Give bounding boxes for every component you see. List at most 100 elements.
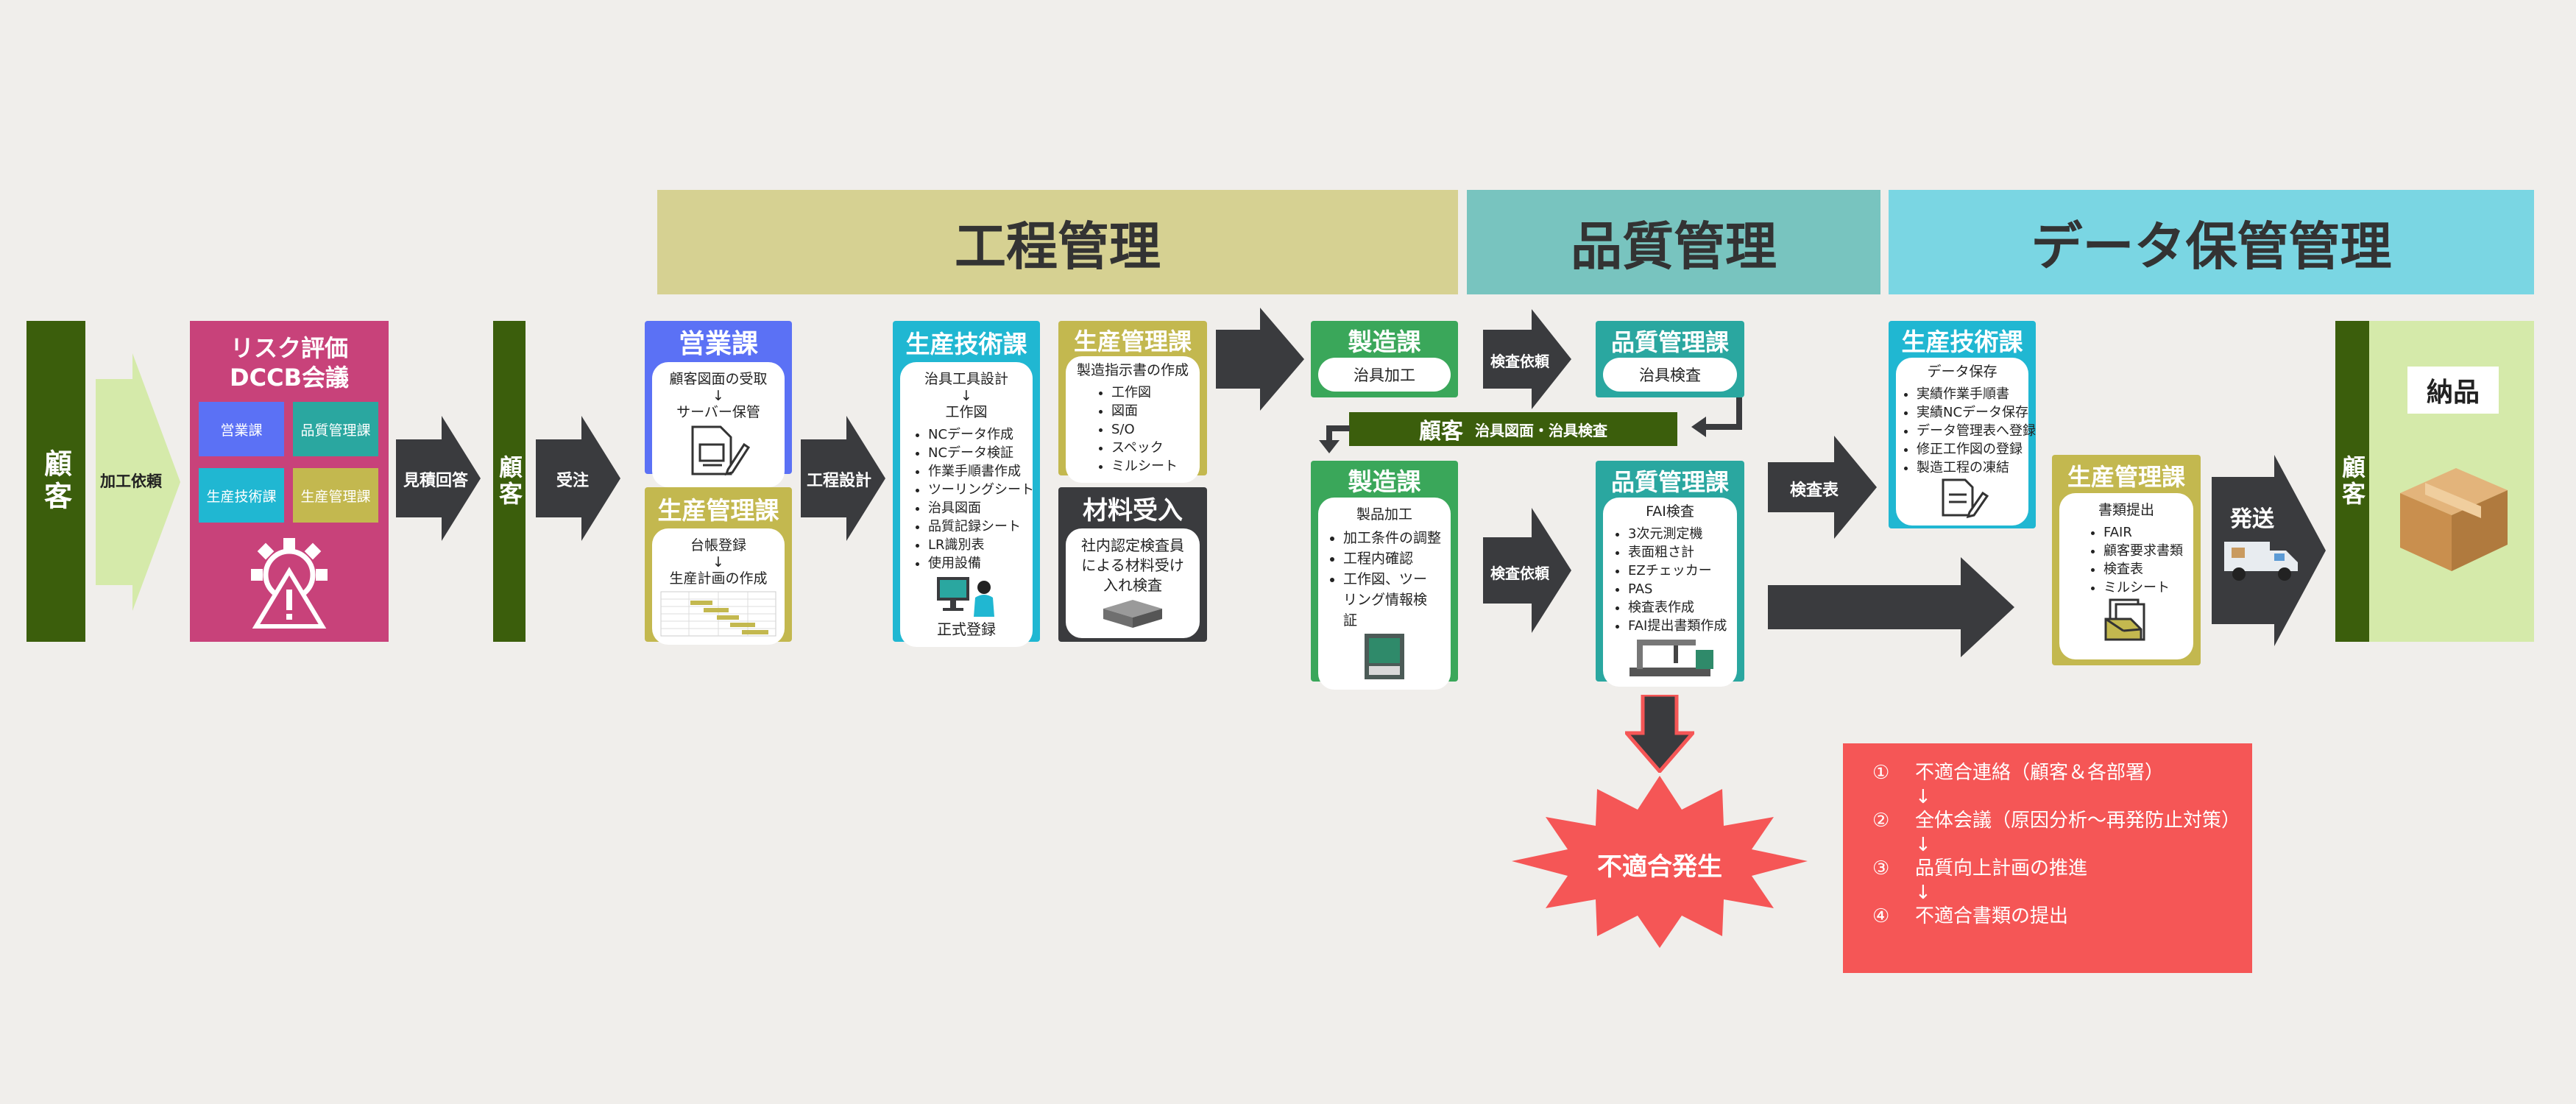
list-item: 実績作業手順書	[1917, 385, 2020, 403]
step-down-arrow: ↓	[1915, 786, 1931, 808]
card-prod-mgmt-2-body: 製造指示書の作成 工作図 図面 S/O スペック ミルシート	[1066, 356, 1200, 483]
card-prod-tech-2-title: 生産技術課	[1901, 328, 2023, 356]
mfg-1-body: 治具加工	[1318, 358, 1451, 392]
prod-tech-1-line-2: 工作図	[945, 404, 988, 420]
prod-mgmt-2-line-1: 製造指示書の作成	[1076, 362, 1189, 378]
risk-dept-sales: 営業課	[199, 402, 284, 456]
list-item: 表面粗さ計	[1628, 543, 1728, 562]
arrow-request-label: 加工依頼	[100, 473, 162, 490]
step-down-arrow: ↓	[1915, 834, 1931, 856]
card-mfg-2-body: 製品加工 加工条件の調整 工程内確認 工作図、ツーリング情報検証	[1318, 498, 1451, 690]
prod-tech-2-list: 実績作業手順書 実績NCデータ保存 データ管理表へ登録 修正工作図の登録 製造工…	[1905, 385, 2036, 477]
list-item: EZチェッカー	[1628, 562, 1728, 580]
card-mfg-2-title: 製造課	[1348, 467, 1421, 496]
card-mfg-1-title: 製造課	[1348, 328, 1421, 356]
arrow-inspection-sheet	[1768, 436, 1877, 539]
step-down-arrow: ↓	[1915, 882, 1931, 904]
nonconformity-burst	[1512, 776, 1808, 948]
computer-worker-icon	[937, 577, 994, 617]
arrow-inspection-sheet-label: 検査表	[1790, 481, 1839, 500]
customer-bar-right: 顧客	[2335, 321, 2369, 642]
card-prod-mgmt-3: 生産管理課 書類提出 FAIR 顧客要求書類 検査表 ミルシート	[2052, 455, 2201, 665]
arrow-inspection-request-1-label: 検査依頼	[1490, 353, 1549, 370]
list-item: FAI提出書類作成	[1628, 617, 1728, 635]
card-prod-mgmt-2: 生産管理課 製造指示書の作成 工作図 図面 S/O スペック ミルシート	[1058, 321, 1207, 483]
delivery-panel: 納品	[2369, 321, 2534, 642]
documents-icon	[2104, 598, 2145, 641]
card-material: 材料受入 社内認定検査員 による材料受け 入れ検査	[1058, 487, 1207, 642]
prod-mgmt-2-list: 工作図 図面 S/O スペック ミルシート	[1075, 383, 1191, 475]
qc-1-body: 治具検査	[1603, 358, 1737, 392]
risk-title-2: DCCB会議	[230, 364, 349, 392]
customer-label: 顧客	[39, 449, 72, 514]
machine-tool-icon	[1365, 634, 1404, 679]
list-item: 工作図、ツーリング情報検証	[1343, 569, 1439, 631]
list-item: NCデータ作成	[928, 425, 1024, 444]
card-sales: 営業課 顧客図面の受取 ↓ サーバー保管	[645, 321, 792, 487]
list-item: ミルシート	[1111, 457, 1191, 475]
risk-dept-prodmgmt: 生産管理課	[293, 468, 378, 523]
arrow-quote	[396, 416, 481, 541]
prod-tech-1-arrow: ↓	[960, 388, 972, 404]
qc-2-line-1: FAI検査	[1646, 503, 1694, 520]
mfg-2-list: 加工条件の調整 工程内確認 工作図、ツーリング情報検証	[1327, 528, 1442, 631]
card-prod-mgmt-1-body: 台帳登録 ↓ 生産計画の作成	[652, 528, 785, 645]
arrow-ship-label: 発送	[2230, 506, 2274, 532]
list-item: NCデータ検証	[928, 444, 1024, 462]
cardboard-box-icon	[2400, 468, 2508, 571]
sales-arrow: ↓	[712, 388, 724, 404]
card-qc-2-body: FAI検査 3次元測定機 表面粗さ計 EZチェッカー PAS 検査表作成 FAI…	[1603, 498, 1737, 687]
list-item: 工作図	[1111, 383, 1191, 402]
customer-label: 顧客	[495, 455, 523, 508]
list-item: 検査表	[2103, 560, 2184, 578]
card-prod-mgmt-3-title: 生産管理課	[2067, 463, 2185, 491]
list-item: 加工条件の調整	[1343, 528, 1442, 548]
list-item: 実績NCデータ保存	[1917, 403, 2028, 422]
arrow-order-label: 受注	[556, 472, 590, 490]
arrow-to-manufacturing	[1216, 308, 1304, 411]
risk-title-1: リスク評価	[230, 334, 348, 362]
connector-qc-to-customer	[1691, 397, 1742, 437]
prod-mgmt-1-line-1: 台帳登録	[690, 537, 746, 553]
customer-bar-2: 顧客	[493, 321, 526, 642]
card-material-title: 材料受入	[1083, 496, 1183, 526]
card-prod-mgmt-3-body: 書類提出 FAIR 顧客要求書類 検査表 ミルシート	[2059, 493, 2193, 659]
customer-bar-sub: 治具図面・治具検査	[1475, 421, 1607, 439]
arrow-inspection-request-1	[1483, 309, 1571, 409]
arrow-process-design-label: 工程設計	[807, 472, 872, 490]
measuring-machine-icon	[1630, 640, 1713, 676]
customer-bar-label: 顧客	[1419, 419, 1463, 445]
customer-horizontal-bar: 顧客 治具図面・治具検査	[1349, 412, 1677, 446]
card-qc-1-title: 品質管理課	[1610, 328, 1729, 356]
list-item: スペック	[1111, 439, 1191, 457]
list-item: 工程内確認	[1343, 548, 1442, 569]
material-line-3: 入れ検査	[1103, 576, 1162, 594]
gear-warning-icon	[251, 538, 328, 629]
card-sales-body: 顧客図面の受取 ↓ サーバー保管	[652, 362, 785, 487]
card-mfg-2: 製造課 製品加工 加工条件の調整 工程内確認 工作図、ツーリング情報検証	[1311, 461, 1458, 690]
sales-line-1: 顧客図面の受取	[669, 371, 768, 387]
list-item: 図面	[1111, 402, 1191, 420]
arrow-inspection-request-2	[1483, 508, 1571, 633]
prod-tech-1-list: NCデータ作成 NCデータ検証 作業手順書作成 ツーリングシート 治具図面 品質…	[909, 425, 1034, 573]
risk-dept-qc: 品質管理課	[293, 402, 378, 456]
list-item: 治具図面	[928, 499, 1024, 517]
document-edit-icon	[1942, 478, 1989, 518]
list-item: 製造工程の凍結	[1917, 459, 2020, 477]
qc-2-list: 3次元測定機 表面粗さ計 EZチェッカー PAS 検査表作成 FAI提出書類作成	[1612, 525, 1728, 635]
prod-mgmt-1-line-2: 生産計画の作成	[669, 570, 768, 587]
banner-process-management: 工程管理	[657, 190, 1458, 294]
card-qc-2-title: 品質管理課	[1610, 468, 1729, 496]
card-material-body: 社内認定検査員 による材料受け 入れ検査	[1066, 528, 1200, 638]
list-item: 作業手順書作成	[928, 462, 1024, 481]
risk-dept-prodtech: 生産技術課	[199, 468, 284, 523]
customer-label: 顧客	[2338, 455, 2366, 508]
prod-tech-2-line-1: データ保存	[1927, 364, 1998, 380]
customer-bar-left: 顧客	[26, 321, 85, 642]
list-item: 3次元測定機	[1628, 525, 1728, 543]
metal-block-icon	[1103, 600, 1162, 628]
card-qc-1: 品質管理課 治具検査	[1596, 321, 1744, 397]
